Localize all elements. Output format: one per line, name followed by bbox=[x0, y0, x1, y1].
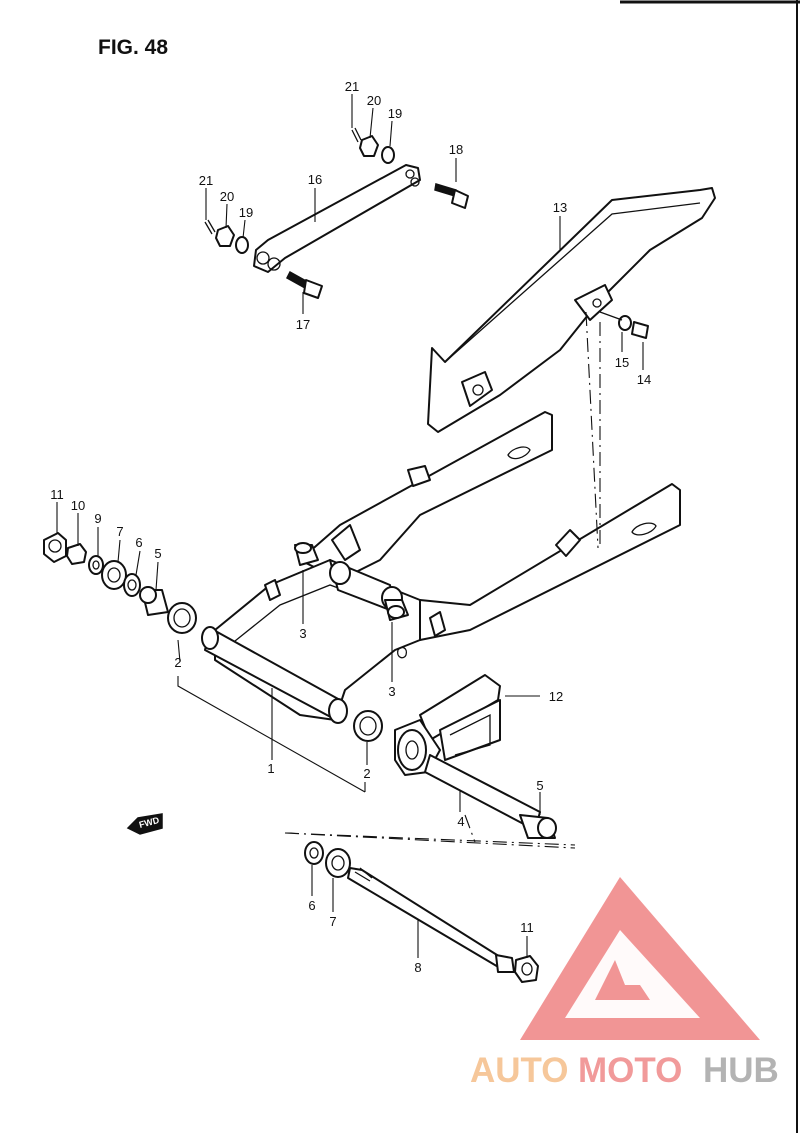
chain-case bbox=[427, 187, 716, 433]
nut-10 bbox=[66, 543, 87, 565]
callout-label: 5 bbox=[154, 546, 161, 561]
callout-label: 2 bbox=[174, 655, 181, 670]
callout-label: 1 bbox=[267, 761, 274, 776]
spacer-5-right bbox=[519, 814, 557, 839]
callout-label: 3 bbox=[299, 626, 306, 641]
collar-7-left bbox=[101, 560, 127, 590]
callout-label: 21 bbox=[345, 79, 359, 94]
pivot-sleeve-4 bbox=[394, 719, 541, 831]
callout-label: 10 bbox=[71, 498, 85, 513]
automotohub-logo: AUTO MOTO HUB bbox=[470, 877, 779, 1090]
callout-label: 8 bbox=[414, 960, 421, 975]
callout-label: 19 bbox=[239, 205, 253, 220]
bolt-14 bbox=[599, 311, 649, 339]
washer-6-right bbox=[304, 841, 324, 865]
callout-label: 6 bbox=[308, 898, 315, 913]
callout-label: 13 bbox=[553, 200, 567, 215]
bushing-3-upper bbox=[294, 542, 319, 566]
fwd-arrow: FWD bbox=[126, 813, 163, 835]
logo-text-moto: MOTO bbox=[578, 1051, 682, 1090]
callout-label: 7 bbox=[116, 524, 123, 539]
callout-label: 4 bbox=[457, 814, 464, 829]
callout-label: 6 bbox=[135, 535, 142, 550]
callout-label: 7 bbox=[329, 914, 336, 929]
logo-text-auto: AUTO bbox=[470, 1051, 569, 1090]
swingarm bbox=[201, 411, 681, 724]
washer-15 bbox=[618, 315, 632, 331]
bearing-2-left bbox=[167, 602, 197, 634]
washer-19-upper bbox=[381, 146, 395, 164]
cotter-pin-21-lower bbox=[204, 219, 216, 235]
nut-20-lower bbox=[215, 225, 235, 247]
callout-label: 20 bbox=[220, 189, 234, 204]
callout-label: 18 bbox=[449, 142, 463, 157]
nut-20-upper bbox=[359, 135, 379, 157]
figure-title: FIG. 48 bbox=[98, 36, 168, 59]
callout-label: 11 bbox=[50, 487, 64, 502]
callout-label: 3 bbox=[388, 684, 395, 699]
callout-label: 20 bbox=[367, 93, 381, 108]
bolt-17 bbox=[286, 270, 323, 299]
callout-label: 2 bbox=[363, 766, 370, 781]
callout-label: 21 bbox=[199, 173, 213, 188]
cotter-pin-21-upper bbox=[351, 127, 362, 143]
callout-label: 14 bbox=[637, 372, 651, 387]
nut-11-left bbox=[43, 532, 67, 563]
bolt-18 bbox=[434, 183, 469, 209]
nut-11-right bbox=[514, 955, 539, 983]
spacer-5-left bbox=[139, 586, 169, 616]
torque-rod bbox=[253, 164, 421, 273]
collar-7-right bbox=[325, 848, 351, 878]
callout-labels: 1 2 2 3 3 4 5 5 6 6 7 7 8 9 10 11 11 12 … bbox=[50, 79, 651, 975]
bushing-3-lower bbox=[384, 599, 409, 621]
callout-label: 9 bbox=[94, 511, 101, 526]
logo-inner-mark bbox=[595, 960, 650, 1000]
leader-lines bbox=[56, 94, 644, 958]
callout-label: 12 bbox=[549, 689, 563, 704]
callout-label: 17 bbox=[296, 317, 310, 332]
logo-text-hub: HUB bbox=[703, 1051, 779, 1090]
callout-label: 11 bbox=[520, 920, 534, 935]
bearing-2-right bbox=[353, 710, 383, 742]
callout-label: 19 bbox=[388, 106, 402, 121]
washer-9 bbox=[88, 555, 104, 575]
callout-label: 16 bbox=[308, 172, 322, 187]
pivot-bolt-8 bbox=[347, 867, 515, 973]
callout-label: 5 bbox=[536, 778, 543, 793]
washer-19-lower bbox=[235, 236, 249, 254]
callout-label: 15 bbox=[615, 355, 629, 370]
washer-6-left bbox=[123, 573, 141, 597]
